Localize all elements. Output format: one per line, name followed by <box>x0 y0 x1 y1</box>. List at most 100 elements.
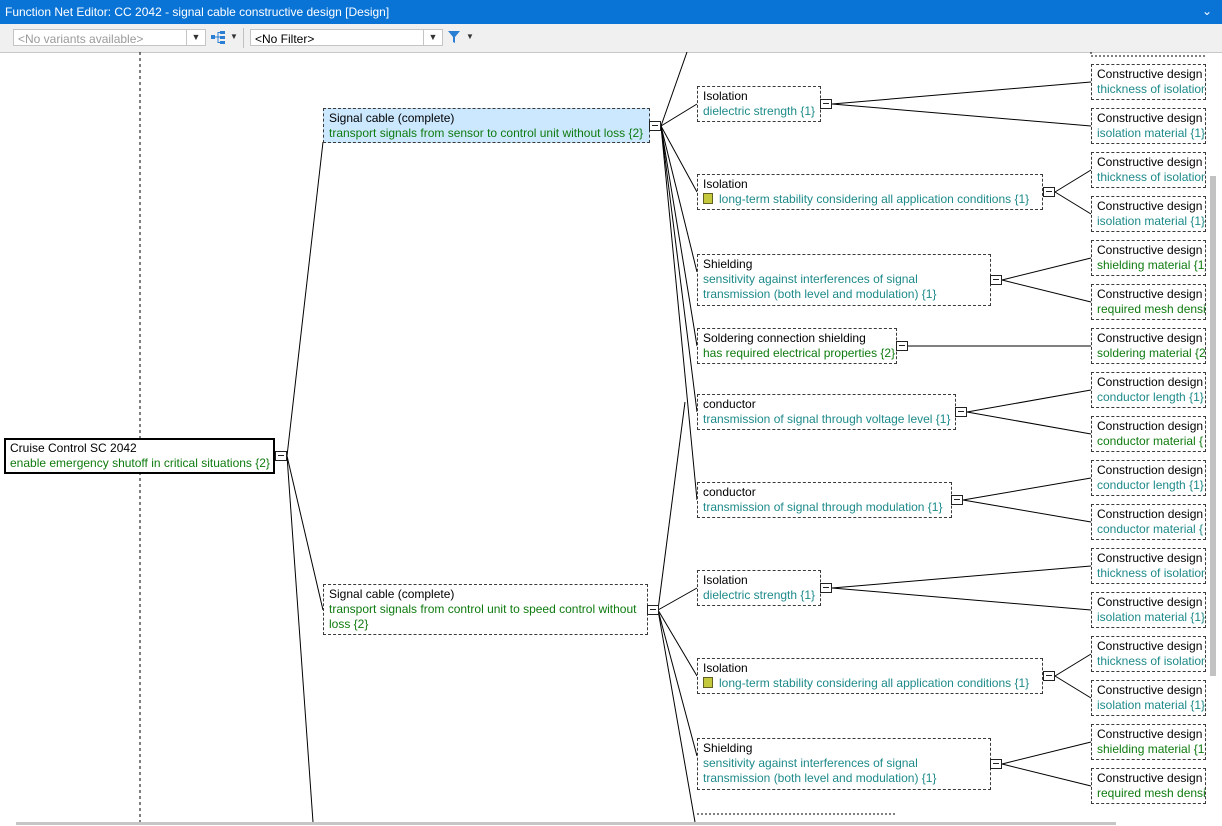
collapse-toggle-icon[interactable] <box>820 99 832 109</box>
function-node-constructive-design[interactable]: Constructive design required mesh densi <box>1091 284 1206 320</box>
node-label: Constructive design <box>1097 683 1203 697</box>
function-node-shielding[interactable]: Shielding sensitivity against interferen… <box>697 738 991 790</box>
filter-funnel-icon[interactable] <box>447 30 461 44</box>
node-function: isolation material {1} <box>1097 126 1206 140</box>
node-label: Constructive design <box>1097 67 1203 81</box>
node-label: Cruise Control SC 2042 <box>10 441 137 455</box>
toolbar-separator <box>243 28 244 48</box>
node-label: Signal cable (complete) <box>329 111 455 125</box>
node-function: conductor length {1} <box>1097 478 1204 492</box>
node-label: Constructive design <box>1097 111 1203 125</box>
function-node-soldering-connection[interactable]: Soldering connection shielding has requi… <box>697 328 897 364</box>
function-node-signal-cable-2[interactable]: Signal cable (complete) transport signal… <box>323 584 648 635</box>
function-node-constructive-design[interactable]: Constructive design thickness of isolati… <box>1091 152 1206 188</box>
node-label: Isolation <box>703 573 748 587</box>
node-function: sensitivity against interferences of sig… <box>703 756 937 785</box>
node-function: transport signals from sensor to control… <box>329 126 644 140</box>
collapse-toggle-icon[interactable] <box>990 759 1002 769</box>
function-node-shielding[interactable]: Shielding sensitivity against interferen… <box>697 254 991 306</box>
node-label: Isolation <box>703 177 748 191</box>
collapse-toggle-icon[interactable] <box>647 605 659 615</box>
node-label: Constructive design <box>1097 771 1203 785</box>
node-function: sensitivity against interferences of sig… <box>703 272 937 301</box>
node-function: shielding material {1} <box>1097 742 1206 756</box>
function-node-constructive-design[interactable]: Constructive design thickness of isolati… <box>1091 64 1206 100</box>
collapse-toggle-icon[interactable] <box>990 275 1002 285</box>
node-label: Isolation <box>703 89 748 103</box>
function-node-isolation[interactable]: Isolation long-term stability considerin… <box>697 174 1043 210</box>
node-function: thickness of isolation <box>1097 170 1206 184</box>
function-node-constructive-design[interactable]: Constructive design isolation material {… <box>1091 680 1206 716</box>
node-function: conductor material { <box>1097 434 1204 448</box>
node-label: Constructive design <box>1097 639 1203 653</box>
function-node-root[interactable]: Cruise Control SC 2042 enable emergency … <box>4 438 275 474</box>
function-node-constructive-design[interactable]: Constructive design isolation material {… <box>1091 196 1206 232</box>
node-function: transport signals from control unit to s… <box>329 602 637 631</box>
function-node-constructive-design[interactable]: Constructive design soldering material {… <box>1091 328 1206 364</box>
function-node-constructive-design[interactable]: Constructive design shielding material {… <box>1091 724 1206 760</box>
node-function: dielectric strength {1} <box>703 588 816 602</box>
function-node-isolation[interactable]: Isolation dielectric strength {1} <box>697 570 821 606</box>
node-label: conductor <box>703 485 756 499</box>
collapse-toggle-icon[interactable] <box>951 495 963 505</box>
node-label: Constructive design <box>1097 243 1203 257</box>
document-attachment-icon[interactable] <box>703 193 713 204</box>
node-function: long-term stability considering all appl… <box>719 192 1030 206</box>
node-label: Constructive design <box>1097 331 1203 345</box>
node-function: has required electrical properties {2} <box>703 346 896 360</box>
node-label: Constructive design <box>1097 199 1203 213</box>
document-attachment-icon[interactable] <box>703 677 713 688</box>
function-net-canvas[interactable]: Cruise Control SC 2042 enable emergency … <box>0 52 1222 822</box>
node-label: Shielding <box>703 257 753 271</box>
collapse-toggle-icon[interactable] <box>1043 187 1055 197</box>
horizontal-scrollbar-thumb[interactable] <box>16 822 1116 825</box>
node-function: isolation material {1} <box>1097 698 1206 712</box>
function-node-conductor[interactable]: conductor transmission of signal through… <box>697 394 956 430</box>
vertical-scrollbar-thumb[interactable] <box>1210 176 1216 676</box>
function-node-constructive-design[interactable]: Constructive design isolation material {… <box>1091 592 1206 628</box>
node-label: Isolation <box>703 661 748 675</box>
node-function: enable emergency shutoff in critical sit… <box>10 456 270 470</box>
function-node-construction-design[interactable]: Construction design conductor length {1} <box>1091 460 1206 496</box>
function-node-isolation[interactable]: Isolation long-term stability considerin… <box>697 658 1043 694</box>
node-label: Constructive design <box>1097 551 1203 565</box>
node-label: Construction design <box>1097 375 1204 389</box>
function-node-constructive-design[interactable]: Constructive design required mesh densi <box>1091 768 1206 804</box>
variants-combobox[interactable]: <No variants available> ▼ <box>13 29 206 46</box>
chevron-down-icon[interactable]: ⌄ <box>1201 4 1212 18</box>
node-function: thickness of isolation <box>1097 654 1206 668</box>
window-title: Function Net Editor: CC 2042 - signal ca… <box>5 5 390 19</box>
structure-tree-icon[interactable] <box>210 30 226 44</box>
node-label: Soldering connection shielding <box>703 331 866 345</box>
title-bar: Function Net Editor: CC 2042 - signal ca… <box>0 0 1222 24</box>
function-node-construction-design[interactable]: Construction design conductor length {1} <box>1091 372 1206 408</box>
collapse-toggle-icon[interactable] <box>896 341 908 351</box>
chevron-down-icon[interactable]: ▼ <box>186 30 205 45</box>
function-node-constructive-design[interactable]: Constructive design shielding material {… <box>1091 240 1206 276</box>
collapse-toggle-icon[interactable] <box>275 451 287 461</box>
function-node-constructive-design[interactable]: Constructive design isolation material {… <box>1091 108 1206 144</box>
node-function: shielding material {1} <box>1097 258 1206 272</box>
function-node-constructive-design[interactable]: Constructive design thickness of isolati… <box>1091 636 1206 672</box>
filter-dropdown-arrow[interactable]: ▼ <box>466 32 474 41</box>
function-node-construction-design[interactable]: Construction design conductor material { <box>1091 416 1206 452</box>
filter-combobox[interactable]: <No Filter> ▼ <box>250 29 443 46</box>
node-function: conductor material { <box>1097 522 1204 536</box>
function-node-constructive-design[interactable]: Constructive design thickness of isolati… <box>1091 548 1206 584</box>
collapse-toggle-icon[interactable] <box>955 407 967 417</box>
node-function: required mesh densi <box>1097 786 1206 800</box>
function-node-construction-design[interactable]: Construction design conductor material { <box>1091 504 1206 540</box>
node-label: Constructive design <box>1097 595 1203 609</box>
structure-dropdown-arrow[interactable]: ▼ <box>230 32 238 41</box>
variants-placeholder: <No variants available> <box>18 32 144 46</box>
chevron-down-icon[interactable]: ▼ <box>423 30 442 45</box>
function-node-conductor[interactable]: conductor transmission of signal through… <box>697 482 952 518</box>
connection-lines <box>139 52 1205 822</box>
collapse-toggle-icon[interactable] <box>820 583 832 593</box>
collapse-toggle-icon[interactable] <box>649 121 661 131</box>
function-node-isolation[interactable]: Isolation dielectric strength {1} <box>697 86 821 122</box>
collapse-toggle-icon[interactable] <box>1043 671 1055 681</box>
node-function: transmission of signal through modulatio… <box>703 500 943 514</box>
function-node-signal-cable-1[interactable]: Signal cable (complete) transport signal… <box>323 108 650 143</box>
node-function: isolation material {1} <box>1097 610 1206 624</box>
